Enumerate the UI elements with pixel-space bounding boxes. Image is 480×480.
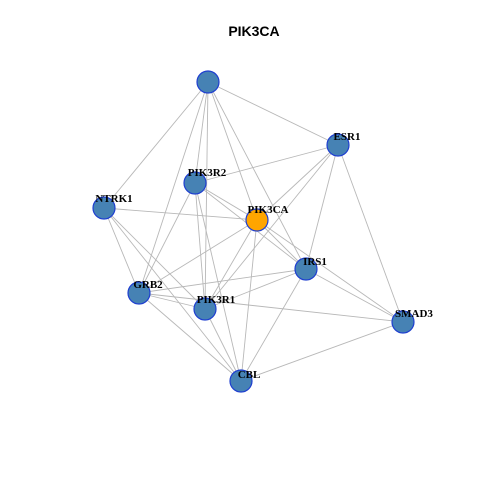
edge-esr1-irs1 [305, 144, 339, 270]
edges-layer [103, 81, 404, 382]
node-label-pik3ca: PIK3CA [248, 204, 289, 216]
edge-irs1-grb2 [138, 268, 307, 294]
edge-ntrk1-cbl [103, 207, 242, 382]
node-label-pik3r1: PIK3R1 [197, 294, 236, 306]
edge-ntrk1-pik3ca [103, 207, 258, 221]
node-irs1 [294, 257, 318, 281]
edge-pik3r2-grb2 [138, 182, 196, 294]
node-label-pik3r2: PIK3R2 [188, 167, 227, 179]
node-ntrk1 [92, 196, 116, 220]
node-label-irs1: IRS1 [303, 256, 327, 268]
edge-pik3r1-cbl [204, 308, 242, 382]
edge-unlabeled-esr1 [207, 81, 339, 146]
edge-unlabeled-irs1 [207, 81, 307, 270]
edge-unlabeled-grb2 [138, 81, 209, 294]
node-label-smad3: SMAD3 [395, 308, 433, 320]
edge-esr1-pik3r1 [204, 144, 339, 310]
node-label-cbl: CBL [238, 369, 261, 381]
edge-unlabeled-pik3ca [207, 81, 258, 221]
edge-pik3ca-pik3r1 [204, 219, 258, 310]
edge-ntrk1-pik3r1 [103, 207, 206, 310]
edge-unlabeled-pik3r2 [194, 81, 209, 184]
node-pik3r2 [183, 171, 207, 195]
edge-irs1-cbl [240, 268, 307, 382]
edge-unlabeled-pik3r1 [204, 81, 209, 310]
node-pik3ca [245, 208, 269, 232]
node-grb2 [127, 281, 151, 305]
edge-ntrk1-grb2 [103, 207, 140, 294]
edge-esr1-pik3r2 [194, 144, 339, 184]
node-label-ntrk1: NTRK1 [95, 193, 132, 205]
edge-irs1-smad3 [305, 268, 404, 323]
node-label-esr1: ESR1 [334, 131, 361, 143]
node-unlabeled [196, 70, 220, 94]
node-esr1 [326, 133, 350, 157]
node-smad3 [391, 310, 415, 334]
node-pik3r1 [193, 297, 217, 321]
nodes-layer [92, 70, 415, 393]
edge-smad3-cbl [240, 321, 404, 382]
edge-grb2-smad3 [138, 292, 404, 323]
edge-esr1-pik3ca [256, 144, 339, 221]
edge-pik3ca-smad3 [256, 219, 404, 323]
edge-pik3r2-pik3r1 [194, 182, 206, 310]
node-cbl [229, 369, 253, 393]
edge-pik3ca-cbl [240, 219, 258, 382]
edge-esr1-smad3 [337, 144, 404, 323]
edge-pik3ca-grb2 [138, 219, 258, 294]
diagram-title: PIK3CA [228, 23, 279, 39]
edge-grb2-cbl [138, 292, 242, 382]
node-label-grb2: GRB2 [133, 279, 163, 291]
edge-unlabeled-ntrk1 [103, 81, 209, 209]
edge-pik3r2-pik3ca [194, 182, 258, 221]
